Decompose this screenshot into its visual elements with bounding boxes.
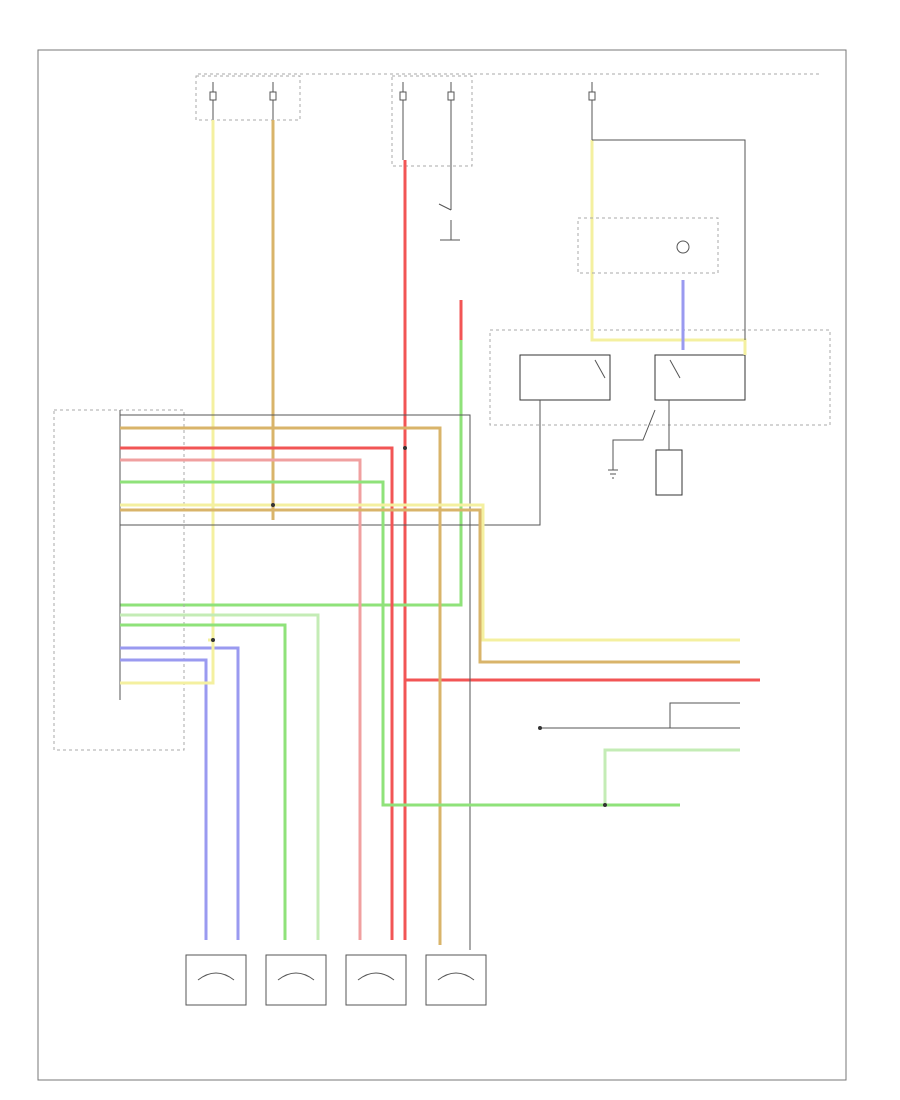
wire-brn-ecu2 <box>120 508 740 664</box>
wire-blk-relay <box>120 400 541 526</box>
wire-brn-ecu <box>120 426 442 945</box>
wheel-sensor-icon <box>345 954 407 1006</box>
wheel-sensor-icon <box>425 954 487 1006</box>
fuse-box-left <box>195 75 301 121</box>
wire-grn-ecu2 <box>120 623 287 940</box>
fuse-group <box>209 82 596 160</box>
wire-yel-ecu2 <box>120 640 215 685</box>
wheel-sensor-icon <box>265 954 327 1006</box>
relay-coil-icon <box>594 359 681 379</box>
wire-blk-lower <box>540 702 740 729</box>
pump-motor-lead <box>612 400 670 470</box>
relay-right <box>654 354 746 401</box>
wire-yel-1 <box>208 120 215 642</box>
relay-box-right <box>489 329 831 426</box>
wheel-sensor-group <box>185 954 487 1006</box>
motor-switch-box <box>577 217 719 274</box>
wire-yel-right <box>590 140 747 355</box>
wire-blk-right <box>592 139 746 340</box>
relay-left <box>519 354 611 401</box>
wheel-sensor-icon <box>185 954 247 1006</box>
fuse-icon <box>399 82 407 160</box>
wire-blu-ecu1 <box>120 646 240 940</box>
splice-dot <box>403 446 407 450</box>
wire-pink-ecu <box>120 458 362 940</box>
wire-lgrn-lower <box>603 748 740 805</box>
pump-motor <box>655 449 683 496</box>
ground-icon <box>608 469 618 479</box>
wire-blu-ecu2 <box>120 658 208 940</box>
splice-dot <box>603 803 607 807</box>
wire-grn-vert <box>120 340 463 607</box>
splice-dot <box>211 638 215 642</box>
splice-dot <box>538 726 542 730</box>
fuse-box-middle <box>391 75 473 167</box>
wire-grn-ecu <box>120 480 680 807</box>
sensor-coil <box>197 972 475 981</box>
abs-control-unit <box>53 409 185 751</box>
fuse-icon <box>447 82 455 160</box>
fuse-icon <box>209 82 217 120</box>
switch-element <box>438 203 460 241</box>
fuse-icon <box>269 82 277 120</box>
wire-blk-ecu1 <box>120 414 471 950</box>
wire-lgrn-ecu <box>120 613 320 940</box>
wire-red-main <box>403 160 760 682</box>
wire-yel-ecu <box>120 503 740 642</box>
fuse-icon <box>588 82 596 140</box>
diagram-frame <box>37 49 847 1081</box>
splice-dot <box>271 503 275 507</box>
motor-icon <box>676 240 690 254</box>
wire-red-ecu <box>120 446 394 940</box>
